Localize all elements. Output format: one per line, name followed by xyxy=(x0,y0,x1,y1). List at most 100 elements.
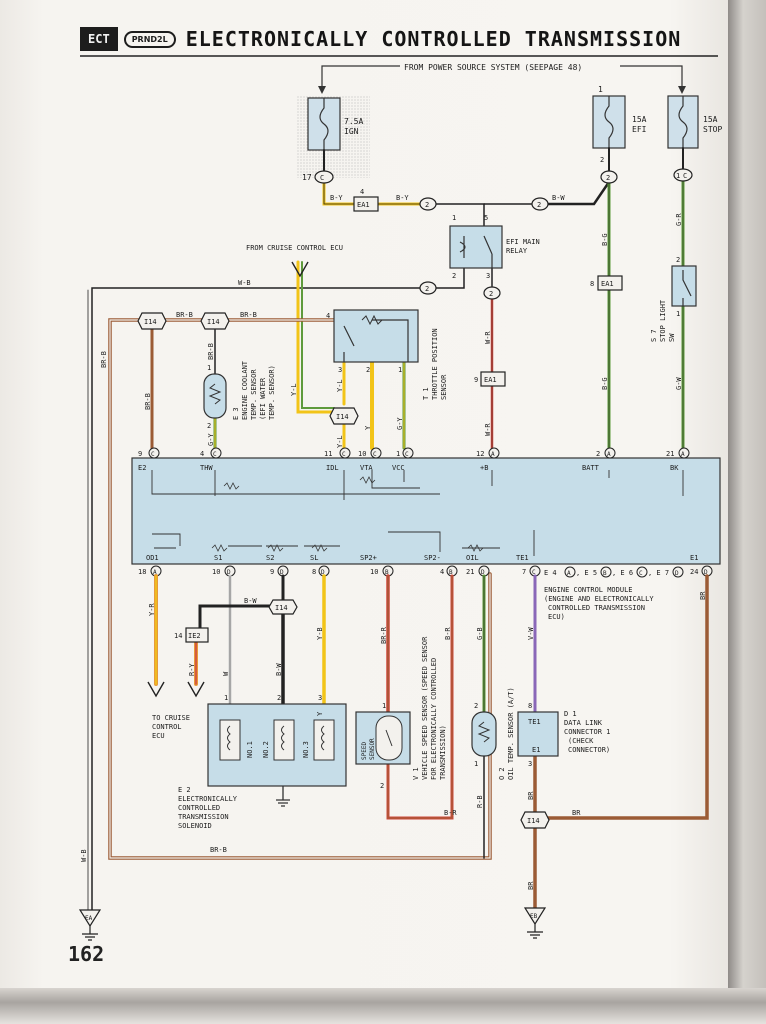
svg-text:2: 2 xyxy=(380,782,384,790)
cruise-note-text: FROM CRUISE CONTROL ECU xyxy=(246,244,343,252)
svg-text:2: 2 xyxy=(474,702,478,710)
svg-text:D 1: D 1 xyxy=(564,710,577,718)
svg-text:24: 24 xyxy=(690,568,698,576)
ground-ea: EA xyxy=(78,909,102,941)
svg-text:FOR ELECTRONICALLY CONTROLLED: FOR ELECTRONICALLY CONTROLLED xyxy=(430,658,438,780)
svg-text:BR-B: BR-B xyxy=(210,846,227,854)
svg-text:T 1: T 1 xyxy=(422,387,430,400)
svg-text:ENGINE CONTROL MODULE: ENGINE CONTROL MODULE xyxy=(544,586,633,594)
svg-text:C: C xyxy=(405,451,409,458)
svg-text:Y-B: Y-B xyxy=(316,627,324,640)
svg-text:I14: I14 xyxy=(207,318,220,326)
svg-text:Y: Y xyxy=(316,711,324,716)
svg-text:TE1: TE1 xyxy=(516,554,529,562)
svg-text:B-W: B-W xyxy=(244,597,257,605)
svg-text:S 7: S 7 xyxy=(650,329,658,342)
svg-text:2: 2 xyxy=(537,201,541,209)
connector-2-efi xyxy=(600,170,618,184)
svg-text:(CHECK: (CHECK xyxy=(568,737,594,745)
svg-text:G-Y: G-Y xyxy=(207,433,215,446)
svg-text:E 4: E 4 xyxy=(544,569,557,577)
svg-text:BATT: BATT xyxy=(582,464,600,472)
svg-text:NO.2: NO.2 xyxy=(262,741,270,758)
svg-text:THW: THW xyxy=(200,464,213,472)
svg-text:2: 2 xyxy=(452,272,456,280)
fuse-stop-name: STOP xyxy=(703,125,722,134)
svg-text:BR-B: BR-B xyxy=(100,351,108,368)
svg-text:2: 2 xyxy=(366,366,370,374)
svg-text:TRANSMISSION): TRANSMISSION) xyxy=(439,725,447,780)
svg-text:D: D xyxy=(280,569,284,576)
stop-light-switch: 2 1 S 7 STOP LIGHT SW xyxy=(650,256,697,342)
transmission-solenoid: 1 2 3 NO.1 NO.2 NO.3 E 2 ELECTRONICALLY … xyxy=(178,694,347,830)
svg-text:EA: EA xyxy=(85,915,93,922)
svg-text:1: 1 xyxy=(382,702,386,710)
ecm-top-pins: 9 C 4 C 11 C 10 C 1 C 12 A 2 A 21 A xyxy=(138,447,690,459)
svg-text:E 3: E 3 xyxy=(232,407,240,420)
svg-text:CONTROL: CONTROL xyxy=(152,723,182,731)
svg-text:B: B xyxy=(385,569,389,576)
svg-text:W-R: W-R xyxy=(484,331,492,344)
svg-text:I14: I14 xyxy=(144,318,157,326)
svg-text:B-G: B-G xyxy=(601,233,609,246)
svg-text:10: 10 xyxy=(370,568,378,576)
fuse-efi-pin: 1 xyxy=(598,85,603,94)
svg-text:IDL: IDL xyxy=(326,464,339,472)
engine-control-module: E2 THW IDL VTA VCC +B BATT BK OD1 S1 S2 … xyxy=(131,457,721,565)
svg-text:TEMP. SENSOR): TEMP. SENSOR) xyxy=(268,365,276,420)
svg-text:DATA LINK: DATA LINK xyxy=(564,719,603,727)
fuse-ign: 7.5A IGN xyxy=(296,96,370,178)
svg-text:W: W xyxy=(222,671,230,676)
connector-2-c xyxy=(419,281,437,295)
svg-text:1: 1 xyxy=(452,214,456,222)
connector-17c xyxy=(314,170,334,184)
svg-text:BK: BK xyxy=(670,464,679,472)
svg-text:SOLENOID: SOLENOID xyxy=(178,822,212,830)
power-source-note: FROM POWER SOURCE SYSTEM (SEEPAGE 48) xyxy=(318,63,686,94)
page-header: ECT PRND2L ELECTRONICALLY CONTROLLED TRA… xyxy=(80,26,681,52)
connector-2-d xyxy=(483,286,501,300)
svg-text:BR: BR xyxy=(527,791,535,800)
svg-text:A: A xyxy=(153,569,157,576)
connector-i14-a xyxy=(137,312,167,330)
svg-text:D: D xyxy=(227,569,231,576)
svg-text:R-Y: R-Y xyxy=(188,663,196,676)
svg-text:E2: E2 xyxy=(138,464,146,472)
lower-wires xyxy=(154,574,709,910)
svg-text:9: 9 xyxy=(270,568,274,576)
svg-text:10: 10 xyxy=(212,568,220,576)
svg-text:BR-B: BR-B xyxy=(240,311,257,319)
svg-text:8: 8 xyxy=(528,702,532,710)
svg-text:(EFI WATER: (EFI WATER xyxy=(259,377,267,420)
svg-text:W-B: W-B xyxy=(238,279,251,287)
svg-text:RELAY: RELAY xyxy=(506,247,528,255)
svg-text:OIL TEMP. SENSOR (A/T): OIL TEMP. SENSOR (A/T) xyxy=(507,687,515,780)
prnd-badge: PRND2L xyxy=(123,30,176,48)
svg-text:TO CRUISE: TO CRUISE xyxy=(152,714,190,722)
svg-text:(ENGINE AND ELECTRONICALLY: (ENGINE AND ELECTRONICALLY xyxy=(544,595,654,603)
svg-text:9: 9 xyxy=(138,450,142,458)
fuse-efi-name: EFI xyxy=(632,125,647,134)
page-bottom-shadow xyxy=(0,988,766,1024)
svg-text:12: 12 xyxy=(476,450,484,458)
coolant-temp-sensor: 1 2 E 3 ENGINE COOLANT TEMP. SENSOR (EFI… xyxy=(203,360,276,430)
svg-text:SENSOR: SENSOR xyxy=(440,374,448,400)
svg-text:1: 1 xyxy=(676,310,680,318)
adjacent-page-edge xyxy=(728,0,766,1024)
svg-text:3: 3 xyxy=(486,272,490,280)
svg-text:C: C xyxy=(320,174,324,182)
svg-text:THROTTLE POSITION: THROTTLE POSITION xyxy=(431,328,439,400)
cruise-output: TO CRUISE CONTROL ECU IE2 14 xyxy=(147,627,209,740)
svg-text:1: 1 xyxy=(398,366,402,374)
connector-ea1-top xyxy=(353,196,379,212)
svg-text:BR: BR xyxy=(572,809,581,817)
svg-text:+B: +B xyxy=(480,464,488,472)
svg-text:NO.3: NO.3 xyxy=(302,741,310,758)
throttle-position-sensor: 4 3 2 1 T 1 THROTTLE POSITION SENSOR xyxy=(326,309,448,400)
upper-wires xyxy=(87,147,685,911)
svg-text:21: 21 xyxy=(466,568,474,576)
svg-text:14: 14 xyxy=(174,632,182,640)
svg-text:11: 11 xyxy=(324,450,332,458)
svg-text:E1: E1 xyxy=(532,746,540,754)
